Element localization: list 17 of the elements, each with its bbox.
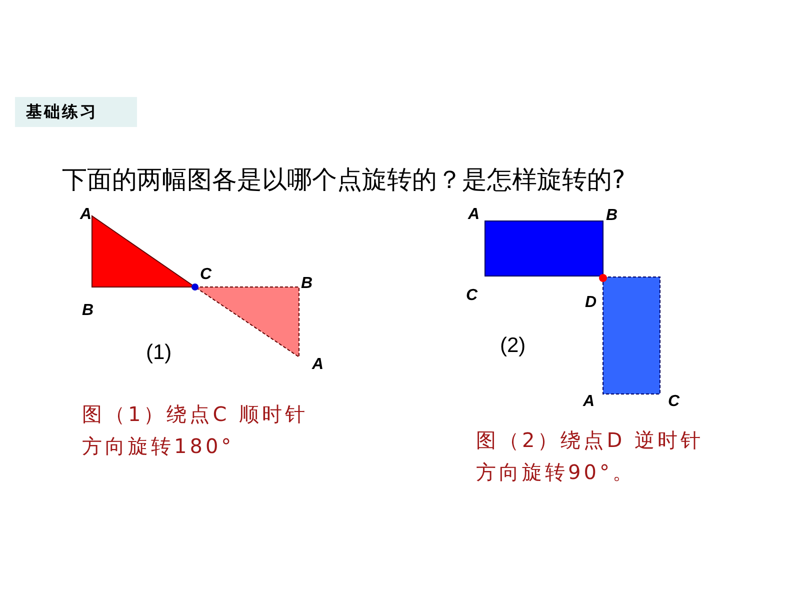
- point-label: A: [80, 206, 92, 224]
- point-label: D: [585, 294, 597, 312]
- heading-label: 基础练习: [26, 102, 98, 123]
- point-label: C: [668, 393, 680, 411]
- answer-text: 图（1）绕点C 顺时针方向旋转180°: [82, 401, 310, 460]
- figure-number: (2): [500, 334, 526, 358]
- answer-text: 图（2）绕点D 逆时针方向旋转90°。: [476, 427, 704, 486]
- point-label: C: [466, 287, 478, 305]
- point-label: C: [200, 266, 212, 284]
- figure-number: (1): [146, 341, 172, 365]
- point-label: A: [312, 356, 324, 374]
- point-label: B: [301, 275, 313, 293]
- point-label: B: [82, 302, 94, 320]
- point-label: A: [583, 393, 595, 411]
- point-label: A: [468, 206, 480, 224]
- point-label: B: [606, 207, 618, 225]
- question-text: 下面的两幅图各是以哪个点旋转的？是怎样旋转的?: [62, 164, 626, 196]
